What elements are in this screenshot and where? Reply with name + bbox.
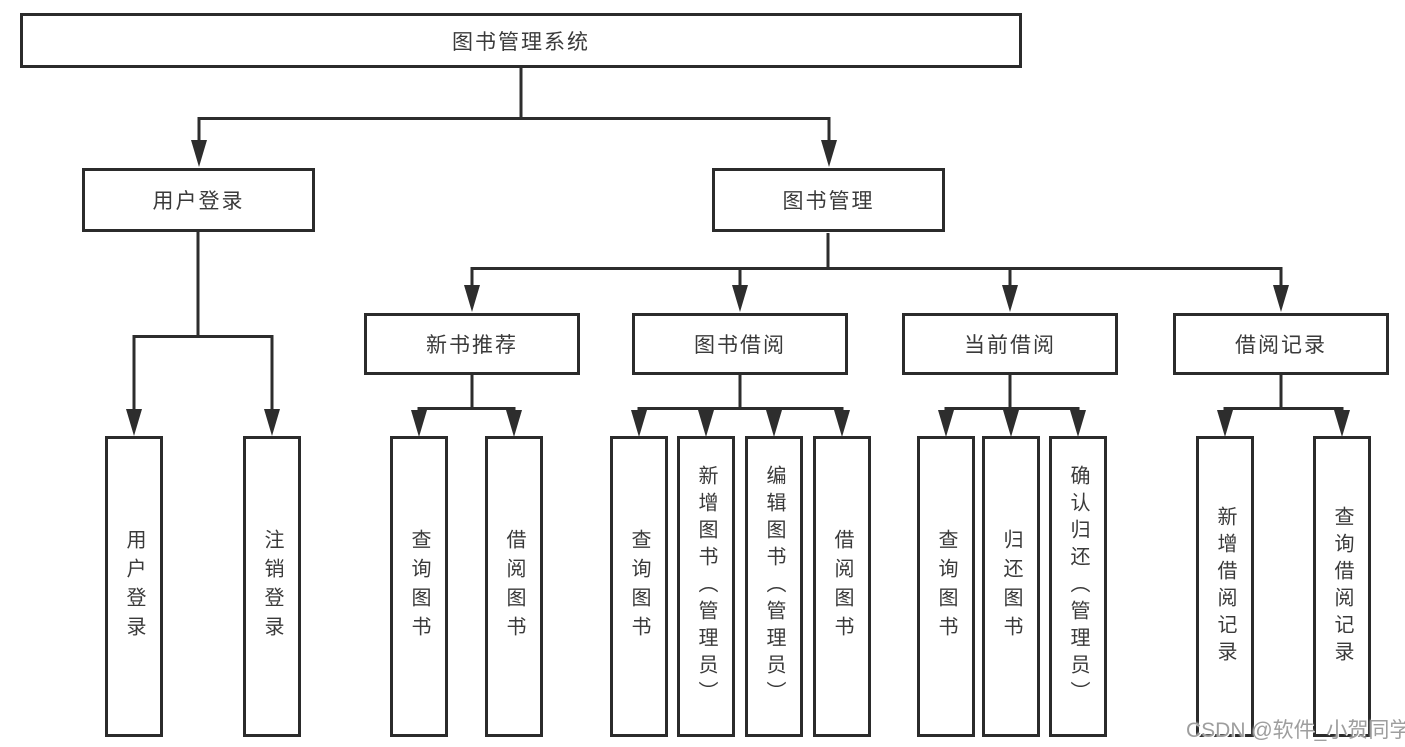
csdn-watermark: CSDN @软件_小贺同学 — [1186, 719, 1405, 742]
arrowhead — [766, 410, 782, 437]
leaf-records-add-record: 新增借阅记录 — [1196, 436, 1254, 737]
leaf-borrow-edit-book-admin: 编辑图书（管理员） — [745, 436, 803, 737]
leaf-recommend-borrow-book: 借阅图书 — [485, 436, 543, 737]
node-label: 注销登录 — [261, 528, 283, 645]
arrowhead — [1273, 285, 1289, 312]
arrowhead — [1003, 410, 1019, 437]
node-label: 查询借阅记录 — [1331, 505, 1353, 668]
node-label: 图书管理系统 — [452, 30, 590, 54]
arrowhead — [264, 409, 280, 436]
node-new-book-recommend: 新书推荐 — [364, 313, 580, 375]
leaf-borrow-borrow-book: 借阅图书 — [813, 436, 871, 737]
leaf-recommend-query-book: 查询图书 — [390, 436, 448, 737]
leaf-user-login: 用户登录 — [105, 436, 163, 737]
node-user-login: 用户登录 — [82, 168, 315, 232]
arrowhead — [411, 410, 427, 437]
leaf-current-return-book: 归还图书 — [982, 436, 1040, 737]
node-label: 编辑图书（管理员） — [763, 465, 785, 708]
arrowhead — [631, 410, 647, 437]
node-label: 查询图书 — [408, 528, 430, 645]
connector-recommend-to-leaves — [417, 375, 516, 413]
node-label: 新增图书（管理员） — [695, 465, 717, 708]
node-label: 归还图书 — [1000, 528, 1022, 645]
leaf-logout: 注销登录 — [243, 436, 301, 737]
leaf-borrow-query-book: 查询图书 — [610, 436, 668, 737]
arrowhead — [698, 410, 714, 437]
arrowhead — [464, 285, 480, 312]
arrowhead — [1002, 285, 1018, 312]
leaf-current-query-book: 查询图书 — [917, 436, 975, 737]
node-label: 用户登录 — [152, 190, 245, 213]
node-label: 借阅图书 — [831, 528, 853, 645]
node-label: 当前借阅 — [964, 334, 1056, 357]
node-label: 查询图书 — [628, 528, 650, 645]
node-label: 图书管理 — [782, 190, 875, 213]
node-label: 借阅记录 — [1235, 334, 1327, 357]
connector-borrow-to-leaves — [637, 375, 844, 413]
node-book-borrow: 图书借阅 — [632, 313, 848, 375]
node-label: 新书推荐 — [426, 334, 518, 357]
node-label: 查询图书 — [935, 528, 957, 645]
arrowhead — [1070, 410, 1086, 437]
node-label: 新增借阅记录 — [1214, 505, 1236, 668]
node-label: 图书借阅 — [694, 334, 786, 357]
node-root-library-system: 图书管理系统 — [20, 13, 1022, 68]
arrowhead — [191, 140, 207, 167]
arrowhead — [126, 409, 142, 436]
connector-user-to-leaves — [132, 232, 274, 412]
connector-current-to-leaves — [944, 375, 1080, 413]
node-book-management: 图书管理 — [712, 168, 945, 232]
connector-records-to-leaves — [1223, 375, 1344, 413]
arrowhead — [1334, 410, 1350, 437]
arrowhead — [732, 285, 748, 312]
connector-mgmt-to-level3 — [470, 233, 1283, 288]
leaf-records-query-record: 查询借阅记录 — [1313, 436, 1371, 737]
arrowhead — [938, 410, 954, 437]
leaf-current-confirm-return-admin: 确认归还（管理员） — [1049, 436, 1107, 737]
node-label: 用户登录 — [123, 528, 145, 645]
node-current-borrow: 当前借阅 — [902, 313, 1118, 375]
arrowhead — [1217, 410, 1233, 437]
node-label: 确认归还（管理员） — [1067, 465, 1089, 708]
arrowhead — [821, 140, 837, 167]
arrowhead — [506, 410, 522, 437]
arrowhead — [834, 410, 850, 437]
leaf-borrow-add-book-admin: 新增图书（管理员） — [677, 436, 735, 737]
connector-root-to-level2 — [197, 66, 831, 144]
node-borrow-records: 借阅记录 — [1173, 313, 1389, 375]
node-label: 借阅图书 — [503, 528, 525, 645]
